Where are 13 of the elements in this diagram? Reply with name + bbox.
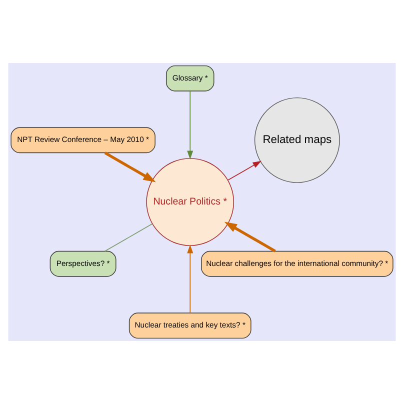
node-circle: Nuclear Politics *: [146, 158, 234, 246]
node-circle: Related maps: [254, 97, 340, 183]
node-box: NPT Review Conference – May 2010 *: [10, 127, 156, 154]
node-box: Nuclear treaties and key texts? *: [128, 312, 252, 339]
arrow: [187, 90, 194, 160]
arrow: [187, 244, 194, 314]
arrow: [228, 160, 262, 180]
node-box: Perspectives? *: [50, 250, 116, 277]
connector: [104, 223, 153, 252]
node-box: Nuclear challenges for the international community? *: [201, 250, 394, 277]
node-box: Glossary *: [166, 65, 214, 92]
arrow: [104, 152, 156, 182]
arrow: [224, 222, 276, 252]
